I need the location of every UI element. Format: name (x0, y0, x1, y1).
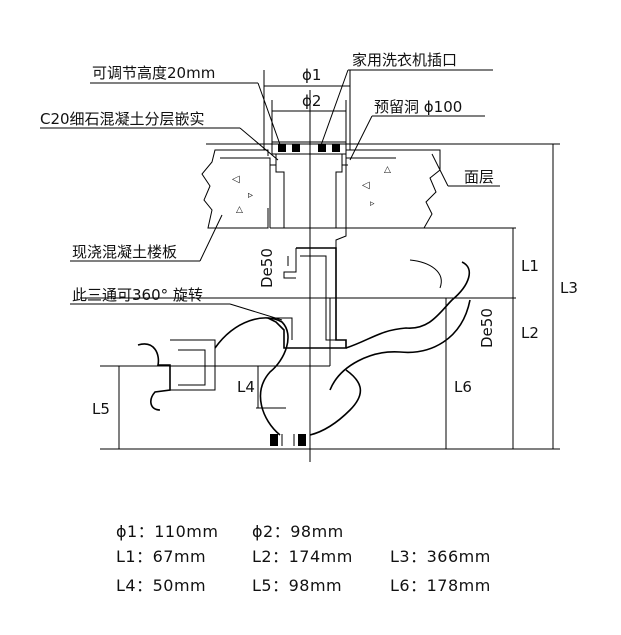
drain-pipe-trap (137, 259, 471, 446)
legend-L6: L6：178mm (390, 576, 491, 595)
reserved-hole-label: 预留洞 ϕ100 (374, 98, 462, 116)
leader-lines (40, 69, 500, 321)
legend-L2: L2：174mm (252, 547, 353, 566)
legend-L5: L5：98mm (252, 576, 343, 595)
svg-text:◁: ◁ (232, 174, 240, 185)
svg-text:△: △ (236, 205, 243, 215)
L1-label: L1 (521, 257, 539, 275)
legend-L4: L4：50mm (116, 576, 207, 595)
de50-left-label: De50 (258, 248, 276, 288)
phi1-label: ϕ1 (302, 66, 321, 84)
legend-L1: L1：67mm (116, 547, 207, 566)
L6-label: L6 (454, 378, 472, 396)
concrete-slab-right: ◁ △ ▹ (345, 149, 441, 229)
de50-right-label: De50 (478, 308, 496, 348)
surface-layer-label: 面层 (464, 168, 494, 186)
legend-L3: L3：366mm (390, 547, 491, 566)
legend-phi2: ϕ2：98mm (252, 522, 344, 541)
L5-label: L5 (92, 400, 110, 418)
adjustable-height-label: 可调节高度20mm (92, 64, 215, 82)
household-washer-inlet-label: 家用洗衣机插口 (352, 51, 457, 69)
concrete-slab-left: ◁ ▹ △ (201, 149, 271, 229)
cast-slab-label: 现浇混凝土楼板 (72, 243, 177, 261)
dimension-legend: ϕ1：110mm ϕ2：98mm L1：67mm L2：174mm L3：366… (116, 518, 516, 597)
tee-rotation-label: 此三通可360° 旋转 (72, 286, 203, 304)
c20-concrete-label: C20细石混凝土分层嵌实 (40, 110, 205, 128)
drain-body (270, 154, 348, 228)
L2-label: L2 (521, 324, 539, 342)
svg-text:◁: ◁ (362, 180, 370, 191)
legend-phi1: ϕ1：110mm (116, 522, 219, 541)
svg-text:△: △ (384, 165, 391, 175)
svg-text:▹: ▹ (248, 190, 253, 201)
L3-label: L3 (560, 279, 578, 297)
L4-label: L4 (237, 378, 255, 396)
rotating-tee (267, 227, 347, 349)
phi2-label: ϕ2 (302, 92, 321, 110)
drain-grate (271, 141, 347, 155)
svg-text:▹: ▹ (370, 199, 375, 209)
